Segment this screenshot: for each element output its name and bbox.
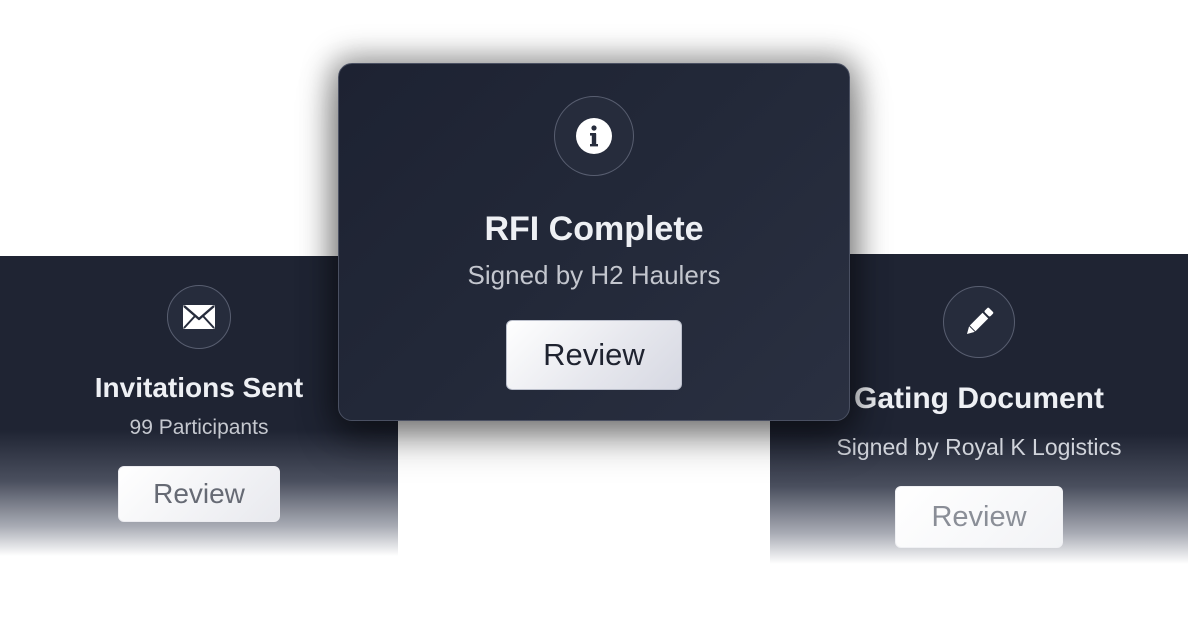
review-button[interactable]: Review [118,466,280,522]
rfi-complete-card: RFI Complete Signed by H2 Haulers Review [338,63,850,421]
info-icon [576,118,612,154]
info-icon-badge [554,96,634,176]
card-title: Gating Document [853,382,1104,415]
card-title: Invitations Sent [94,372,304,403]
card-title: RFI Complete [484,210,704,248]
review-button[interactable]: Review [506,320,682,390]
pencil-icon-badge [943,286,1015,358]
review-button[interactable]: Review [895,486,1063,548]
invitations-sent-card: Invitations Sent 99 Participants Review [0,256,398,556]
pencil-icon [966,307,994,335]
envelope-icon [183,305,215,329]
card-subtitle: Signed by H2 Haulers [467,260,721,290]
card-subtitle: Signed by Royal K Logistics [836,434,1122,460]
card-subtitle: 99 Participants [129,416,269,439]
envelope-icon-badge [167,285,231,349]
